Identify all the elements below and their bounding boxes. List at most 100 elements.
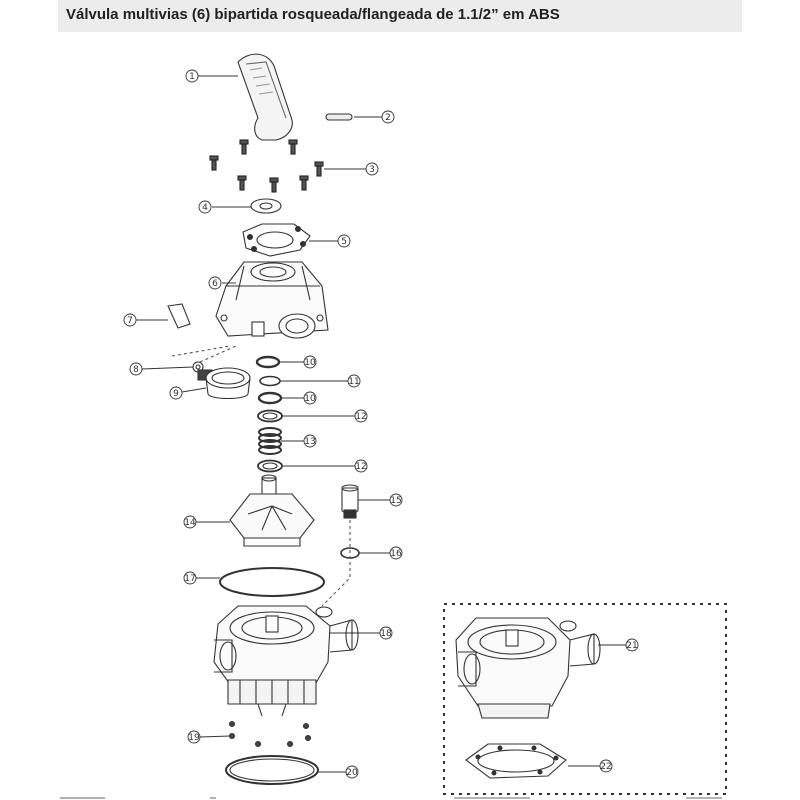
variant-box: [443, 603, 727, 795]
page-title: Válvula multivias (6) bipartida rosquead…: [66, 6, 560, 23]
callout-c15: 15: [389, 493, 403, 507]
valve-body-part: [213, 605, 359, 717]
callout-circle: [198, 200, 212, 214]
callout-c8: 8: [129, 362, 143, 376]
flat-gasket-part: [465, 743, 567, 779]
top-plate-part: [242, 223, 311, 257]
title-bar: Válvula multivias (6) bipartida rosquead…: [58, 0, 742, 32]
callout-c10a: 10: [303, 355, 317, 369]
callout-label: 14: [184, 518, 196, 528]
handle-part: [237, 53, 293, 141]
callout-c5: 5: [337, 234, 351, 248]
nuts-part: [228, 720, 312, 748]
callout-label: 15: [390, 496, 401, 506]
callout-c16: 16: [389, 546, 403, 560]
washer-part: [250, 198, 282, 214]
callout-label: 3: [369, 165, 375, 175]
callout-c1: 1: [185, 69, 199, 83]
callout-c2: 2: [381, 110, 395, 124]
sight-glass-part: [341, 484, 359, 519]
callout-label: 22: [600, 762, 611, 772]
callout-label: 4: [202, 203, 208, 213]
callout-c9: 9: [169, 386, 183, 400]
callout-circle: [169, 386, 183, 400]
callout-c22: 22: [599, 759, 613, 773]
callout-c20: 20: [345, 765, 359, 779]
callout-circle: [185, 69, 199, 83]
callout-c11: 11: [347, 374, 361, 388]
callout-circle: [381, 110, 395, 124]
screws-part: [209, 139, 324, 193]
callout-c4: 4: [198, 200, 212, 214]
callout-label: 1: [189, 72, 195, 82]
pin-part: [325, 113, 353, 121]
callout-c18: 18: [379, 626, 393, 640]
callout-circle: [389, 493, 403, 507]
callout-circle: [354, 409, 368, 423]
callout-c12a: 12: [354, 409, 368, 423]
callout-circle: [347, 374, 361, 388]
callout-circle: [303, 355, 317, 369]
large-o-ring-17: [219, 567, 325, 597]
callout-c14: 14: [183, 515, 197, 529]
o-ring-10a: [255, 355, 281, 369]
callout-circle: [365, 162, 379, 176]
callout-label: 7: [127, 316, 133, 326]
callout-label: 5: [341, 237, 347, 247]
callout-circle: [599, 759, 613, 773]
o-ring-12b: [257, 459, 283, 473]
callout-label: 6: [212, 279, 218, 289]
callout-c19: 19: [187, 730, 201, 744]
o-ring-12a: [257, 409, 283, 423]
callout-c21: 21: [625, 638, 639, 652]
callout-label: 10: [304, 394, 316, 404]
o-ring-11: [259, 375, 281, 387]
callout-circle: [303, 434, 317, 448]
callout-label: 9: [173, 389, 179, 399]
valve-cover-part: [215, 261, 329, 339]
pressure-gauge-part: [197, 367, 251, 400]
callout-label: 12: [355, 462, 366, 472]
small-gasket-part: [167, 303, 191, 329]
callout-circle: [379, 626, 393, 640]
spring-part: [258, 427, 282, 455]
callout-circle: [337, 234, 351, 248]
callout-c10b: 10: [303, 391, 317, 405]
callout-circle: [208, 276, 222, 290]
leader-lines: [136, 75, 626, 773]
rotor-part: [229, 474, 315, 547]
callout-c3: 3: [365, 162, 379, 176]
callout-c17: 17: [183, 571, 197, 585]
callout-c12b: 12: [354, 459, 368, 473]
callout-label: 13: [304, 437, 315, 447]
callout-circle: [345, 765, 359, 779]
callout-label: 18: [380, 629, 392, 639]
callout-circle: [123, 313, 137, 327]
callout-circle: [389, 546, 403, 560]
callout-label: 20: [346, 768, 358, 778]
callout-c6: 6: [208, 276, 222, 290]
callout-label: 21: [626, 641, 637, 651]
callout-circle: [183, 515, 197, 529]
callout-circle: [354, 459, 368, 473]
base-o-ring-20: [225, 755, 319, 785]
callout-label: 17: [184, 574, 195, 584]
callout-circle: [303, 391, 317, 405]
callout-circle: [625, 638, 639, 652]
callout-circle: [187, 730, 201, 744]
callout-label: 2: [385, 113, 391, 123]
callout-label: 16: [390, 549, 402, 559]
callout-c13: 13: [303, 434, 317, 448]
callout-c7: 7: [123, 313, 137, 327]
callout-label: 10: [304, 358, 316, 368]
flanged-body-part: [455, 617, 601, 719]
o-ring-10b: [257, 391, 283, 405]
callout-circle: [183, 571, 197, 585]
callout-label: 19: [188, 733, 200, 743]
callout-label: 8: [133, 365, 139, 375]
callout-label: 12: [355, 412, 366, 422]
callout-circle: [129, 362, 143, 376]
callout-label: 11: [348, 377, 359, 387]
